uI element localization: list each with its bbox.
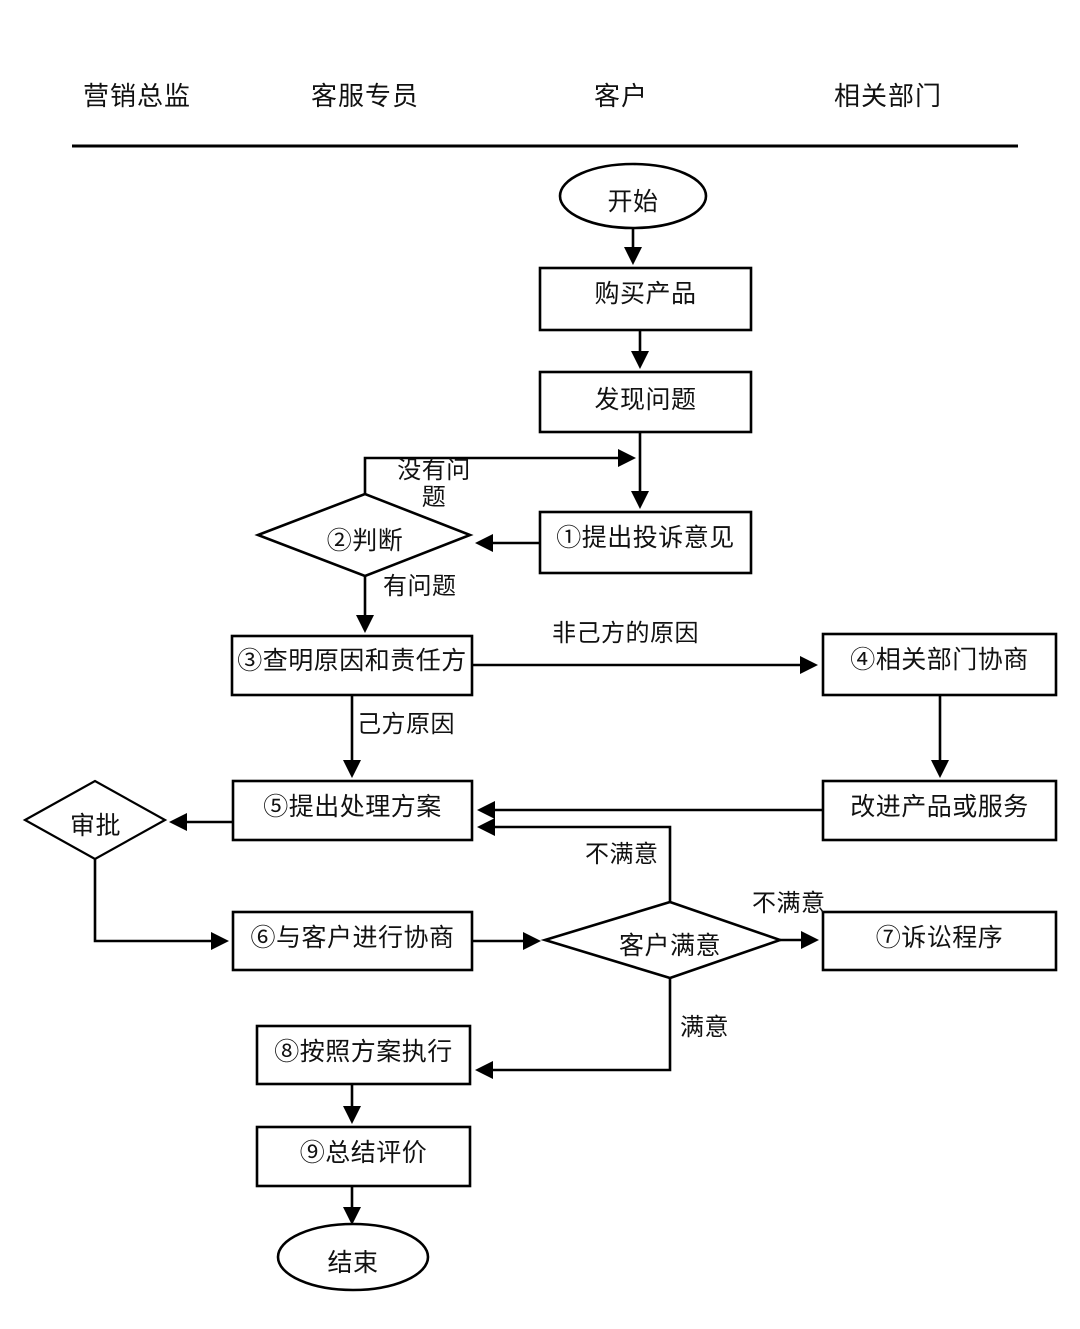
lane-header-customer: 客户 [594,82,649,111]
node-department-negotiate-shape [821,632,1058,697]
node-department-negotiate-label: ④相关部门协商 [850,647,1029,674]
edge-label-satisfied: 满意 [680,1015,729,1041]
node-approval-shape [22,779,168,861]
edge-label-unsatisfied-up: 不满意 [585,842,659,868]
node-improve-product-label: 改进产品或服务 [850,794,1029,821]
node-propose-plan-shape [231,779,474,842]
node-summary-review-shape [255,1125,472,1188]
node-judge-label: ②判断 [326,528,404,555]
lane-header-related-department: 相关部门 [834,82,943,111]
node-litigation-label: ⑦诉讼程序 [875,925,1004,952]
node-find-cause-label: ③查明原因和责任方 [237,648,467,675]
node-file-complaint-shape [538,510,753,575]
node-propose-plan-label: ⑤提出处理方案 [263,794,442,821]
node-find-problem-label: 发现问题 [594,387,697,414]
node-customer-satisfied-label: 客户满意 [618,933,721,960]
edge-label-has-problem: 有问题 [383,574,457,600]
edge-customer-satisfied-to-execute [474,978,672,1080]
edge-label-no-problem: 没有问题 [397,458,471,511]
node-negotiate-customer-shape [231,910,474,972]
node-summary-review-label: ⑨总结评价 [299,1140,428,1167]
edge-label-unsatisfied-right: 不满意 [752,891,826,917]
edge-customer-unsatisfied-to-propose-plan [476,817,672,902]
lane-header-marketing-director: 营销总监 [83,82,192,111]
edge-label-not-own-cause: 非己方的原因 [552,621,699,647]
node-improve-product-shape [821,779,1058,842]
lane-header-service-specialist: 客服专员 [311,82,420,111]
node-execute-plan-shape [255,1024,472,1086]
edge-approval-to-negotiate-customer [93,859,230,951]
node-judge-shape [254,492,474,578]
edge-label-own-cause: 己方原因 [357,712,455,738]
node-buy-product-label: 购买产品 [594,281,697,308]
node-negotiate-customer-label: ⑥与客户进行协商 [250,925,455,952]
node-approval-label: 审批 [69,813,121,840]
node-start-label: 开始 [607,189,659,216]
node-file-complaint-label: ①提出投诉意见 [556,525,735,552]
node-end-label: 结束 [327,1250,379,1277]
node-execute-plan-label: ⑧按照方案执行 [274,1039,453,1066]
edge-judge-no-problem [363,448,637,494]
node-find-problem-shape [538,370,753,434]
node-litigation-shape [821,910,1058,972]
node-buy-product-shape [538,266,753,332]
